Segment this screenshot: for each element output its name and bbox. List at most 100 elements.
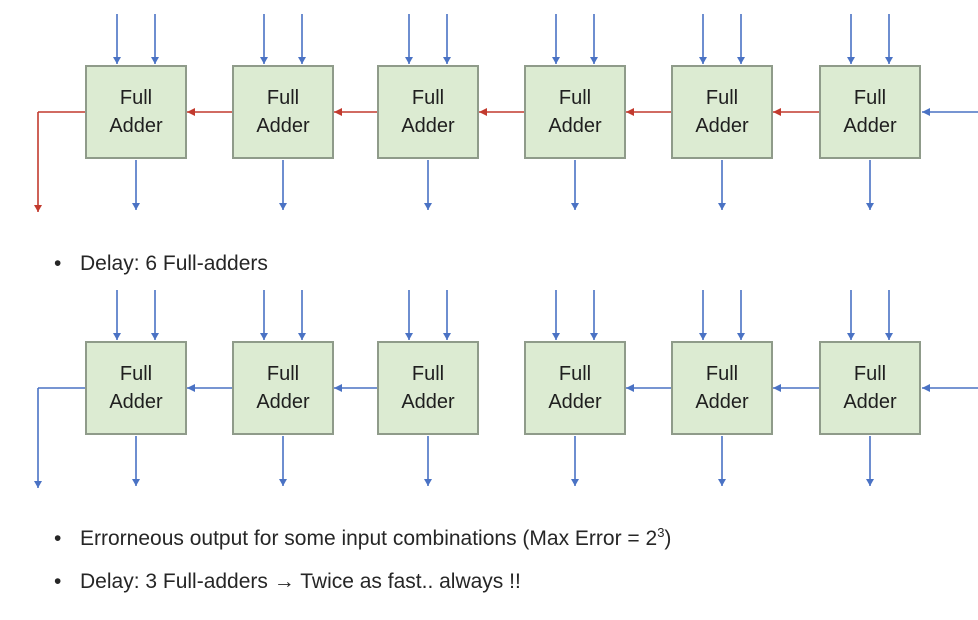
arrowhead-icon — [279, 203, 287, 210]
right-arrow-icon: → — [273, 570, 295, 593]
full-adder-label-line2: Adder — [401, 115, 455, 137]
arrowhead-icon — [773, 384, 781, 392]
arrowhead-icon — [552, 57, 560, 64]
arrowhead-icon — [132, 479, 140, 486]
full-adder-label-line1: Full — [559, 363, 591, 385]
full-adder-label-line2: Adder — [843, 115, 897, 137]
full-adder-label-line1: Full — [854, 87, 886, 109]
arrowhead-icon — [132, 203, 140, 210]
full-adder-label-line1: Full — [412, 87, 444, 109]
full-adder-label-line1: Full — [706, 87, 738, 109]
error-text: Errorneous output for some input combina… — [80, 527, 658, 550]
full-adder-label-line1: Full — [412, 363, 444, 385]
twice-as-fast-text: Twice as fast.. always !! — [300, 570, 521, 593]
arrowhead-icon — [699, 333, 707, 340]
arrowhead-icon — [571, 479, 579, 486]
arrowhead-icon — [571, 203, 579, 210]
arrowhead-icon — [113, 57, 121, 64]
arrowhead-icon — [590, 57, 598, 64]
arrowhead-icon — [699, 57, 707, 64]
arrowhead-icon — [443, 57, 451, 64]
arrowhead-icon — [590, 333, 598, 340]
full-adder-box — [377, 65, 479, 159]
arrowhead-icon — [405, 333, 413, 340]
arrowhead-icon — [885, 57, 893, 64]
arrowhead-icon — [334, 108, 342, 116]
full-adder-label-line2: Adder — [401, 391, 455, 413]
arrowhead-icon — [34, 205, 42, 212]
arrowhead-icon — [334, 384, 342, 392]
error-bullet: • Errorneous output for some input combin… — [54, 525, 671, 551]
arrowhead-icon — [279, 479, 287, 486]
arrowhead-icon — [260, 57, 268, 64]
full-adder-label-line2: Adder — [843, 391, 897, 413]
arrowhead-icon — [552, 333, 560, 340]
arrowhead-icon — [187, 384, 195, 392]
arrowhead-icon — [718, 479, 726, 486]
full-adder-box — [671, 65, 773, 159]
full-adder-label-line2: Adder — [695, 115, 749, 137]
full-adder-box — [85, 341, 187, 435]
full-adder-box — [819, 341, 921, 435]
arrowhead-icon — [260, 333, 268, 340]
full-adder-label-line2: Adder — [256, 391, 310, 413]
arrowhead-icon — [443, 333, 451, 340]
delay-six-bullet: • Delay: 6 Full-adders — [54, 252, 268, 276]
full-adder-box — [85, 65, 187, 159]
arrowhead-icon — [113, 333, 121, 340]
arrowhead-icon — [866, 203, 874, 210]
arrowhead-icon — [34, 481, 42, 488]
arrowhead-icon — [866, 479, 874, 486]
full-adder-label-line2: Adder — [256, 115, 310, 137]
arrowhead-icon — [151, 333, 159, 340]
full-adder-box — [232, 341, 334, 435]
bullet-dot: • — [54, 527, 62, 550]
full-adder-label-line1: Full — [267, 87, 299, 109]
full-adder-box — [671, 341, 773, 435]
full-adder-label-line1: Full — [559, 87, 591, 109]
full-adder-box — [232, 65, 334, 159]
arrowhead-icon — [405, 57, 413, 64]
arrowhead-icon — [922, 108, 930, 116]
arrowhead-icon — [847, 57, 855, 64]
arrowhead-icon — [773, 108, 781, 116]
full-adder-box — [524, 341, 626, 435]
arrowhead-icon — [479, 108, 487, 116]
full-adder-label-line2: Adder — [548, 391, 602, 413]
full-adder-label-line2: Adder — [109, 391, 163, 413]
full-adder-label-line1: Full — [854, 363, 886, 385]
arrowhead-icon — [424, 203, 432, 210]
full-adder-label-line2: Adder — [548, 115, 602, 137]
arrowhead-icon — [626, 108, 634, 116]
full-adder-box — [377, 341, 479, 435]
full-adder-label-line1: Full — [706, 363, 738, 385]
delay-three-bullet: • Delay: 3 Full-adders → Twice as fast.. … — [54, 570, 521, 594]
full-adder-label-line1: Full — [120, 363, 152, 385]
arrowhead-icon — [151, 57, 159, 64]
delay-six-text: Delay: 6 Full-adders — [80, 252, 268, 275]
full-adder-label-line1: Full — [267, 363, 299, 385]
arrowhead-icon — [298, 57, 306, 64]
arrowhead-icon — [626, 384, 634, 392]
full-adder-label-line2: Adder — [109, 115, 163, 137]
full-adder-label-line1: Full — [120, 87, 152, 109]
delay-three-text: Delay: 3 Full-adders — [80, 570, 268, 593]
arrowhead-icon — [737, 333, 745, 340]
bullet-dot: • — [54, 570, 62, 593]
arrowhead-icon — [885, 333, 893, 340]
error-text-close: ) — [664, 527, 672, 550]
bullet-dot: • — [54, 252, 62, 275]
full-adder-box — [524, 65, 626, 159]
